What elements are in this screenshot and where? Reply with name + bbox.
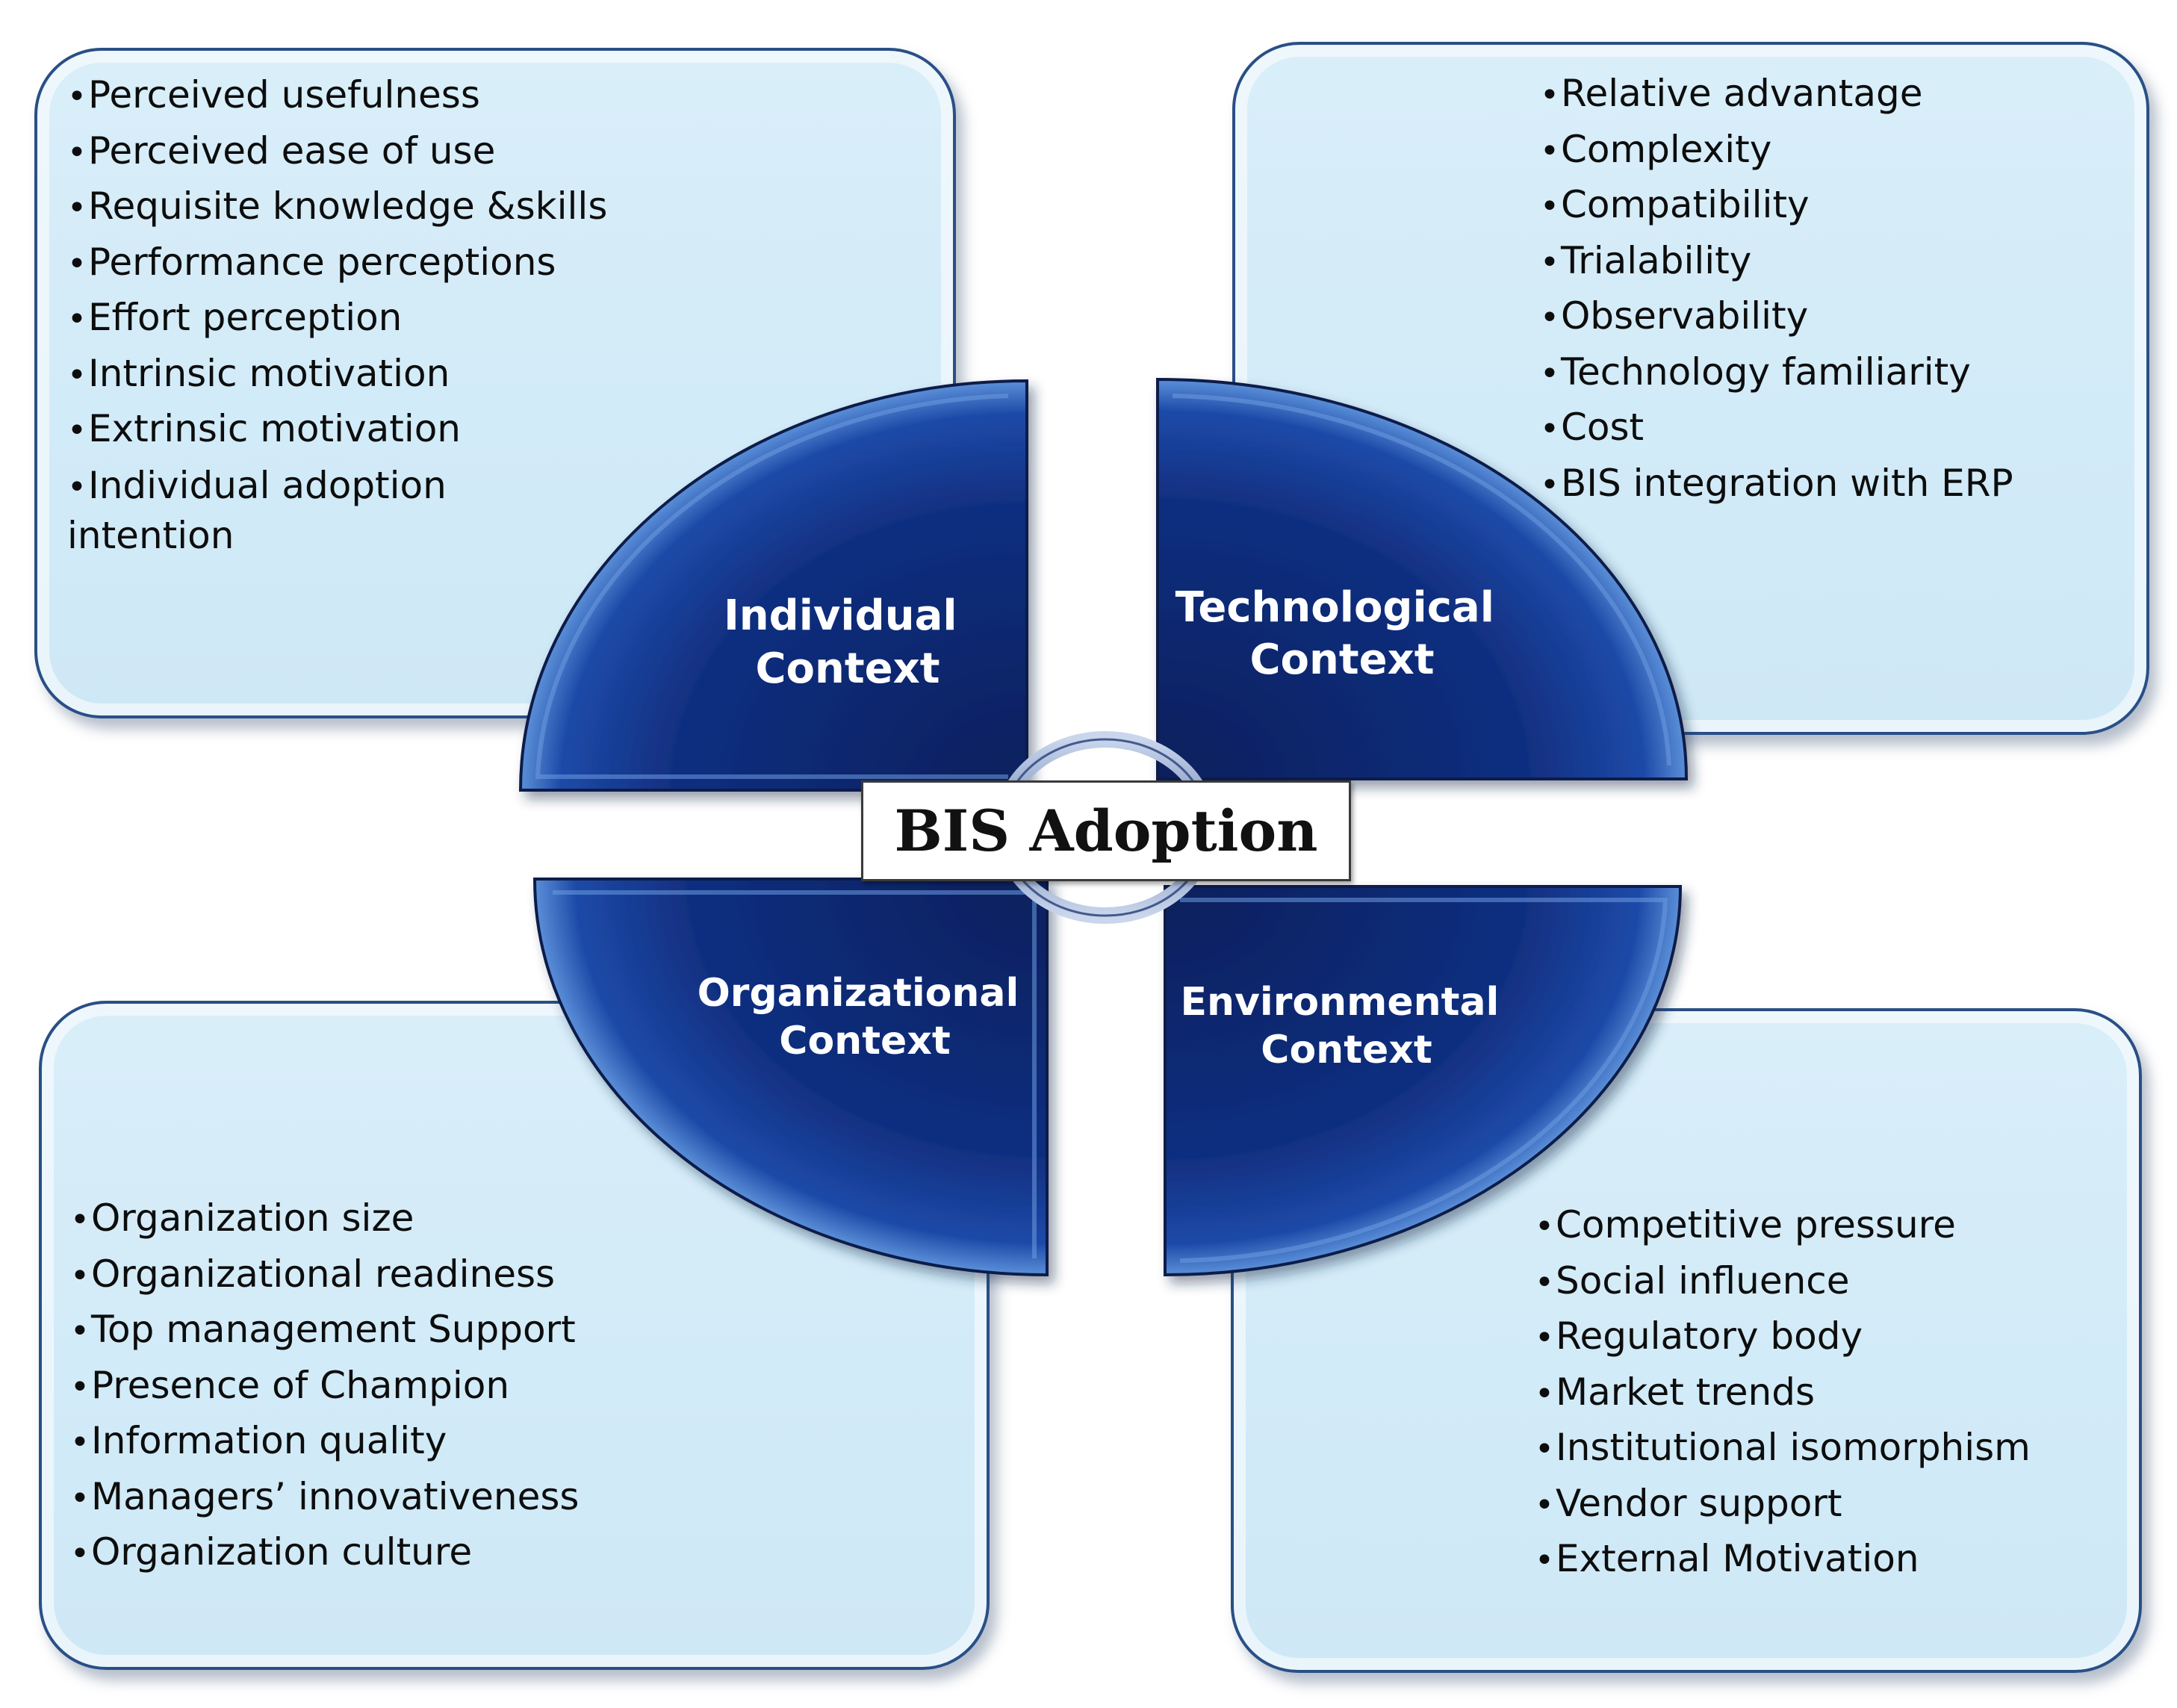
factor-item: •Performance perceptions (67, 240, 556, 284)
center-title-box: BIS Adoption (861, 780, 1351, 881)
individual-context-quadrant (518, 379, 1028, 792)
technological-context-label: Technological Context (1176, 583, 1509, 684)
individual-context-label: Individual Context (724, 591, 972, 693)
factor-item: •Observability (1540, 294, 1809, 338)
factor-item: •Market trends (1535, 1370, 1816, 1414)
factor-item: •Regulatory body (1535, 1314, 1863, 1358)
factor-item: •Relative advantage (1540, 72, 1923, 115)
factor-item: •Compatibility (1540, 183, 1810, 226)
organizational-context-label: Organizational Context (698, 971, 1033, 1063)
factor-item: •Intrinsic motivation (67, 351, 450, 395)
factor-item: •Presence of Champion (70, 1363, 510, 1407)
technological-factors-list: •Relative advantage •Complexity •Compati… (1540, 66, 2122, 511)
organizational-context-quadrant (532, 878, 1049, 1277)
factor-item: •Social influence (1535, 1258, 1850, 1302)
factor-item: •Effort perception (67, 296, 403, 339)
factor-item: •Complexity (1540, 127, 1772, 171)
factor-item: •Technology familiarity (1540, 350, 1971, 394)
factor-item: •Organization culture (70, 1530, 473, 1574)
factor-item: •Organization size (70, 1196, 414, 1240)
factor-item: •Vendor support (1535, 1481, 1842, 1525)
factor-item: •Trialability (1540, 238, 1752, 282)
individual-factors-list: •Perceived usefulness •Perceived ease of… (67, 67, 889, 559)
factor-item: •Institutional isomorphism (1535, 1426, 2031, 1469)
environmental-context-label: Environmental Context (1180, 980, 1512, 1072)
factor-item: •Organizational readiness (70, 1252, 556, 1296)
factor-item: •Competitive pressure (1535, 1203, 1956, 1246)
technological-context-quadrant (1156, 377, 1689, 780)
factor-item: •Individual adoption intention (67, 463, 447, 557)
factor-item: •Requisite knowledge &skills (67, 184, 608, 228)
factor-item: •Perceived ease of use (67, 128, 496, 173)
environmental-factors-list: •Competitive pressure •Social influence … (1535, 1197, 2132, 1587)
factor-item: •BIS integration with ERP (1540, 461, 2013, 505)
factor-item: •External Motivation (1535, 1537, 1919, 1580)
organizational-factors-list: •Organization size •Organizational readi… (70, 1190, 929, 1580)
factor-item: •Information quality (70, 1419, 447, 1462)
factor-item: •Extrinsic motivation (67, 407, 462, 450)
environmental-context-quadrant (1164, 885, 1683, 1277)
factor-item: •Top management Support (70, 1308, 576, 1351)
factor-item: •Cost (1540, 406, 1645, 449)
factor-item: •Perceived usefulness (67, 73, 480, 117)
center-title: BIS Adoption (894, 798, 1318, 864)
factor-item: •Managers’ innovativeness (70, 1474, 580, 1518)
